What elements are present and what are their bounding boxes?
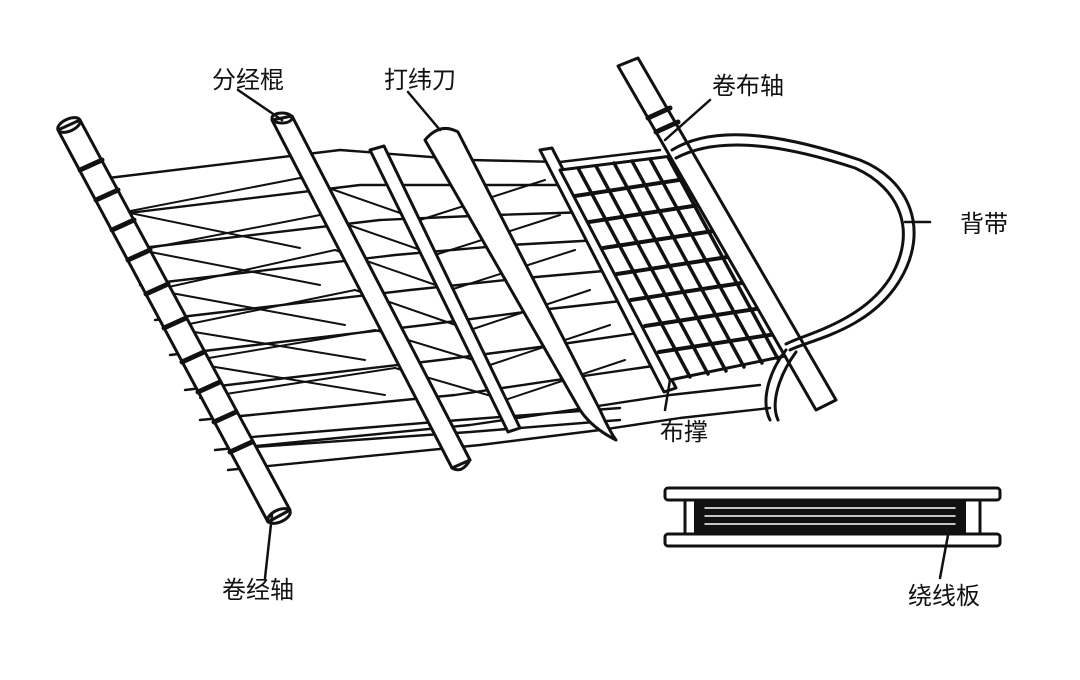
label-beater: 打纬刀: [384, 66, 456, 94]
winding-board: [663, 486, 1002, 548]
warp-beam: [56, 116, 292, 525]
label-heddle-rod: 分经棍: [212, 66, 284, 94]
label-cloth-stretcher: 布撑: [660, 418, 708, 446]
beater-sword: [423, 126, 618, 442]
lease-stick: [538, 146, 678, 394]
heddle-rod: [270, 111, 472, 472]
label-warp-beam: 卷经轴: [222, 576, 294, 604]
back-strap: [670, 133, 916, 422]
shed-stick: [368, 144, 522, 434]
label-back-strap: 背带: [960, 210, 1008, 238]
label-cloth-beam: 卷布轴: [712, 72, 784, 100]
label-winding-board: 绕线板: [908, 582, 980, 610]
leader-lines: [236, 88, 950, 580]
cloth-beam: [616, 56, 838, 412]
